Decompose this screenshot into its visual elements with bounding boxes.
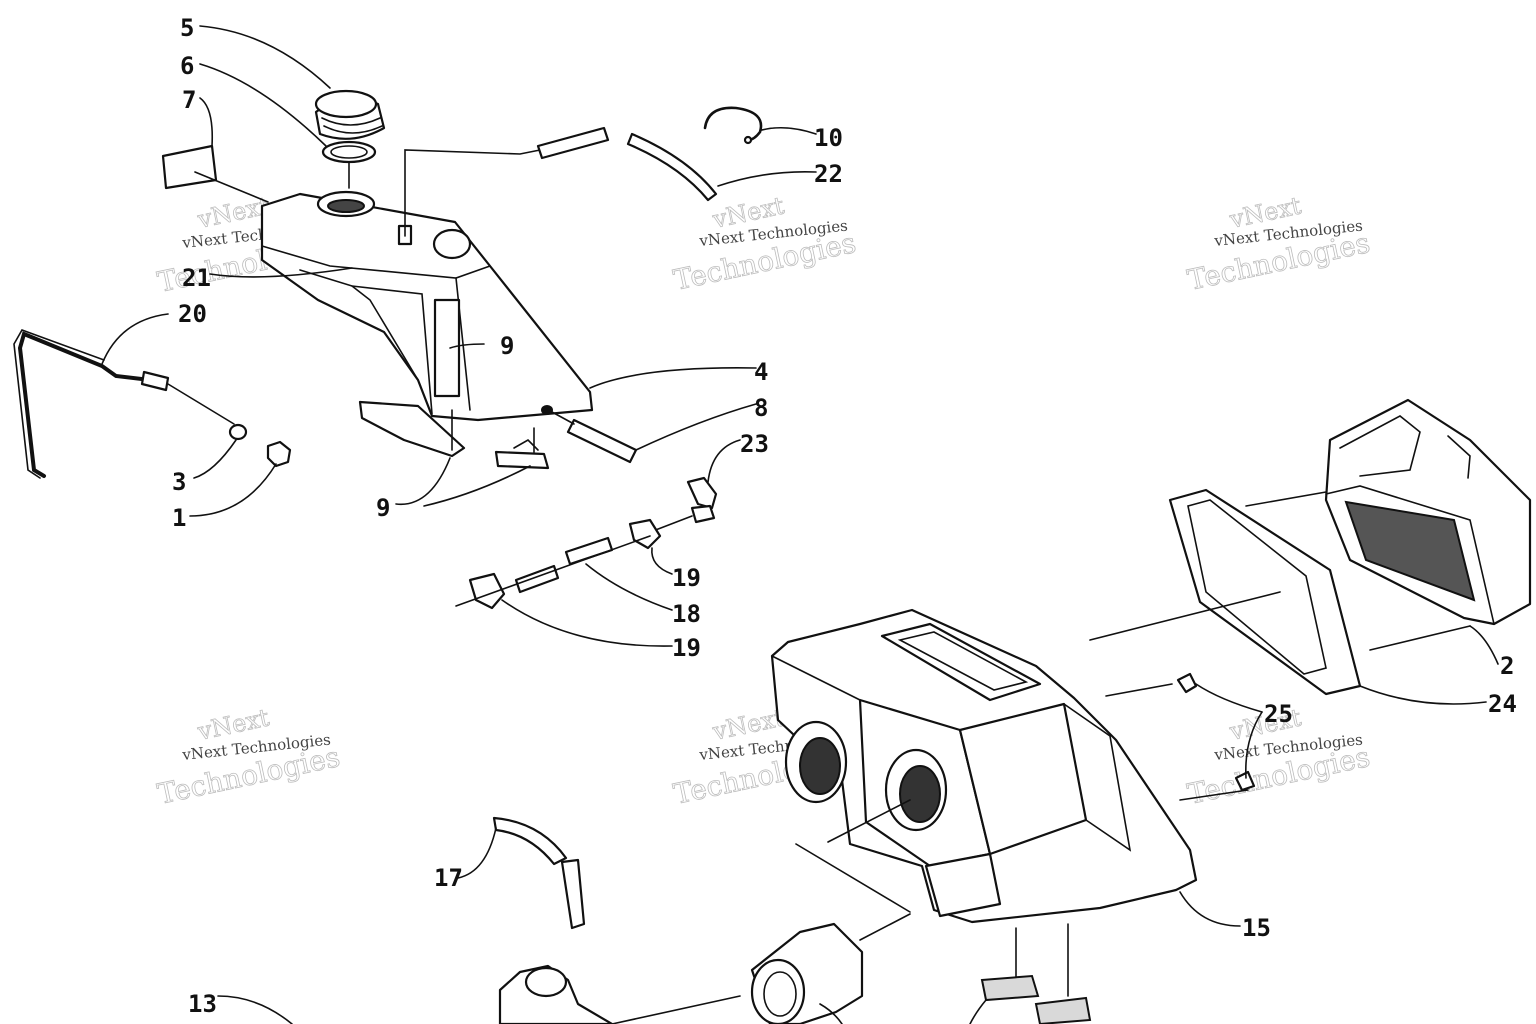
fuel-hose-upper [564, 536, 614, 566]
leader-13 [217, 995, 293, 1024]
callout-13: 13 [188, 990, 217, 1018]
fuel-line-guide [551, 411, 575, 425]
tank-strap-right [494, 450, 550, 470]
callout-8: 8 [754, 394, 768, 422]
silencer-gasket [1168, 488, 1362, 696]
callout-18: 18 [672, 600, 701, 628]
hose-clamp-end [743, 135, 753, 145]
fuel-tank [260, 190, 594, 422]
air-silencer-assembly [770, 398, 1532, 1024]
leader-lines [101, 25, 1499, 1024]
callout-10: 10 [814, 124, 843, 152]
fuel-line [566, 418, 638, 464]
silencer-guide-4 [1105, 683, 1173, 697]
cap-gasket [321, 140, 377, 164]
silencer-guide-3 [1245, 491, 1327, 507]
fuel-clamp-upper [628, 518, 662, 550]
callout-2: 2 [1500, 652, 1514, 680]
cap-gasket-inner [330, 145, 368, 159]
callout-21: 21 [182, 264, 211, 292]
elbow-fitting [639, 476, 718, 537]
silencer-box [770, 608, 1198, 924]
mount-pad-left [980, 974, 1040, 1002]
watermark-4: vNext vNext Technologies Technologies [154, 703, 343, 811]
tank-bracket-rod [13, 329, 235, 479]
decal-guide-line [194, 171, 269, 203]
impulse-hose-top [492, 816, 568, 866]
silencer-guide-2 [1369, 625, 1471, 651]
mount-pad-right [1034, 996, 1092, 1024]
callout-15: 15 [1242, 914, 1271, 942]
filler-cap [314, 89, 386, 140]
vent-hose [536, 126, 610, 160]
overflow-hose [626, 132, 718, 202]
nut [266, 440, 292, 468]
callout-5: 5 [180, 14, 194, 42]
silencer-screw-lower [1234, 770, 1256, 792]
washer [228, 423, 248, 441]
callout-25: 25 [1264, 700, 1293, 728]
carburetor [498, 964, 741, 1024]
vent-line [404, 149, 541, 237]
callout-9-lower: 9 [376, 494, 390, 522]
fuel-clamp-lower [468, 572, 506, 610]
callout-23: 23 [740, 430, 769, 458]
watermark-2: vNext vNext Technologies Technologies [670, 191, 859, 297]
callout-17: 17 [434, 864, 463, 892]
silencer-guide-5 [1179, 789, 1249, 801]
air-boot [750, 922, 864, 1024]
callout-3: 3 [172, 468, 186, 496]
hose-clamp [703, 106, 763, 142]
callout-9-upper: 9 [500, 332, 514, 360]
callout-1: 1 [172, 504, 186, 532]
fuel-hose-lower [514, 564, 560, 594]
fuel-line-axis [455, 535, 651, 607]
callout-19-lower: 19 [672, 634, 701, 662]
tank-strap-left [358, 400, 466, 458]
silencer-screw-upper [1176, 672, 1198, 694]
callout-19-upper: 19 [672, 564, 701, 592]
intake-guide-2 [795, 843, 911, 913]
fuel-tank-assembly [161, 89, 763, 470]
intake-guide-3 [859, 913, 911, 941]
callout-numbers: 5 6 7 10 22 21 20 9 4 8 23 3 1 9 19 18 1… [172, 14, 1517, 1018]
watermark-3: vNext vNext Technologies Technologies [1184, 191, 1373, 297]
silencer-guide-1 [1089, 591, 1281, 641]
callout-24: 24 [1488, 690, 1517, 718]
callout-4: 4 [754, 358, 768, 386]
callout-6: 6 [180, 52, 194, 80]
decal [161, 144, 218, 190]
silencer-cover [1324, 398, 1532, 626]
intake-guide [827, 799, 911, 843]
callout-7: 7 [182, 86, 196, 114]
callout-22: 22 [814, 160, 843, 188]
impulse-hose-bottom [560, 858, 586, 930]
callout-20: 20 [178, 300, 207, 328]
